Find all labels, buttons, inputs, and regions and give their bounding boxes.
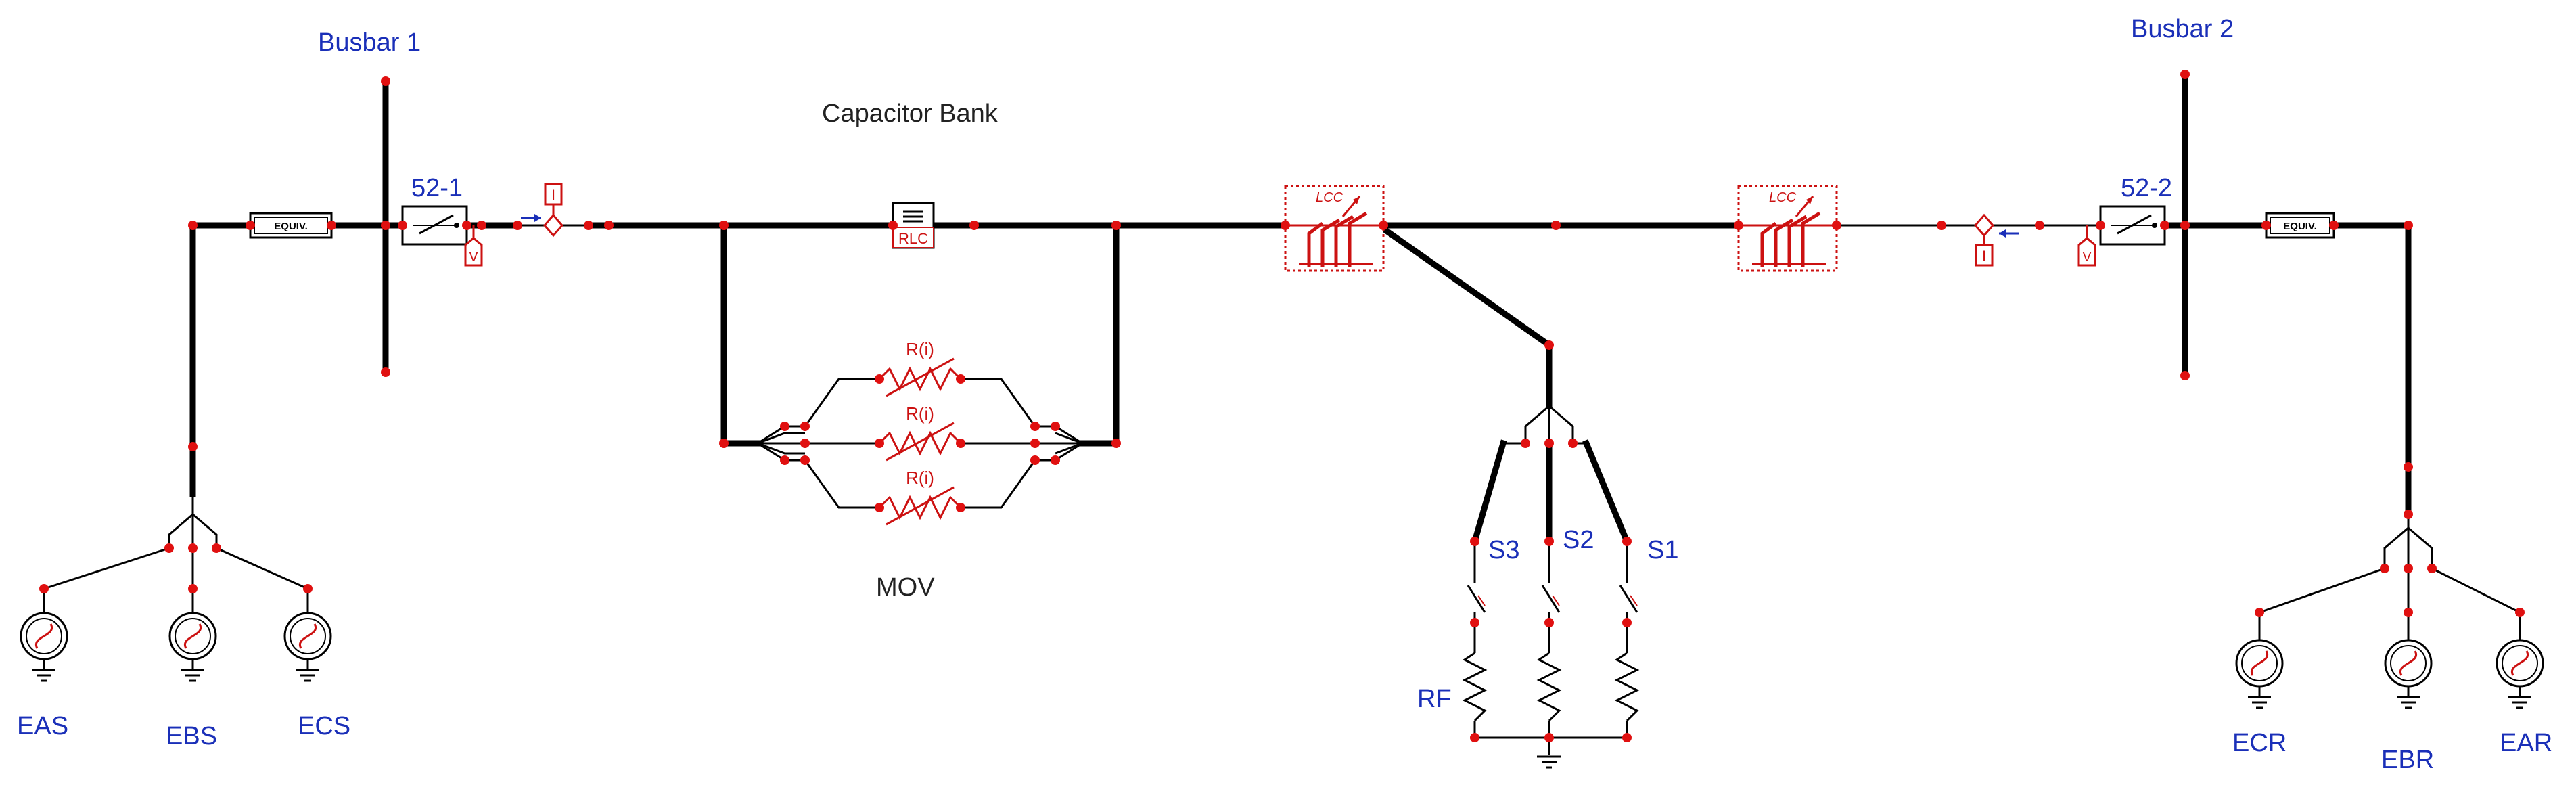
lcc-left-label: LCC (1316, 190, 1343, 205)
source-ecr (2235, 612, 2284, 709)
breaker-52-1 (401, 205, 468, 246)
current-probe-left-label: I (551, 187, 555, 204)
source-ebs (168, 589, 217, 682)
ebr-label: EBR (2381, 746, 2434, 774)
fault-switches (1467, 575, 1638, 623)
breaker1-label: 52-1 (411, 174, 463, 202)
capacitor-bank-label: Capacitor Bank (822, 99, 998, 128)
mov-r3-label: R(i) (906, 468, 934, 488)
mov-r1-label: R(i) (906, 339, 934, 359)
ecr-label: ECR (2232, 729, 2286, 757)
current-probe-right: I (1974, 213, 2019, 267)
equiv-left-label: EQUIV. (274, 221, 307, 232)
lcc-left: LCC (1284, 185, 1385, 272)
current-probe-right-label: I (1982, 248, 1986, 265)
equiv-right: EQUIV. (2265, 212, 2335, 239)
lcc-right-label: LCC (1769, 190, 1797, 205)
mov-r2-label: R(i) (906, 403, 934, 424)
fault-resistors (1462, 652, 1640, 722)
busbar2-label: Busbar 2 (2131, 15, 2234, 43)
current-probe-left: I (521, 183, 564, 238)
voltage-probe-right-label: V (2082, 250, 2092, 265)
mov-resistors (878, 357, 962, 526)
equiv-left: EQUIV. (249, 212, 333, 239)
source-ebr (2384, 612, 2433, 709)
breaker2-label: 52-2 (2121, 174, 2172, 202)
mov-label: MOV (876, 573, 935, 602)
voltage-probe-right: V (2077, 225, 2096, 267)
source-eas (20, 589, 68, 682)
s1-label: S1 (1647, 536, 1678, 564)
fault-switch-arrows (1477, 595, 1638, 606)
rlc-label: RLC (898, 230, 928, 247)
lcc-right: LCC (1737, 185, 1838, 272)
source-ecs (283, 589, 332, 682)
s3-label: S3 (1488, 536, 1519, 564)
thin-wires (43, 224, 2521, 755)
eas-label: EAS (17, 712, 68, 740)
s2-label: S2 (1563, 526, 1594, 554)
source-ear (2496, 612, 2544, 709)
breaker-52-2 (2099, 205, 2166, 246)
ear-label: EAR (2500, 729, 2552, 757)
ebs-label: EBS (166, 722, 217, 750)
voltage-probe-left-label: V (469, 250, 478, 265)
voltage-probe-left: V (464, 225, 483, 267)
nodes (39, 70, 2525, 742)
ground-fault (1537, 755, 1561, 769)
ecs-label: ECS (298, 712, 350, 740)
rlc-capacitor: RLC (892, 202, 974, 249)
busbar1-label: Busbar 1 (318, 28, 421, 57)
main-wires (189, 71, 2412, 545)
equiv-right-label: EQUIV. (2283, 221, 2316, 232)
rf-label: RF (1417, 685, 1452, 713)
